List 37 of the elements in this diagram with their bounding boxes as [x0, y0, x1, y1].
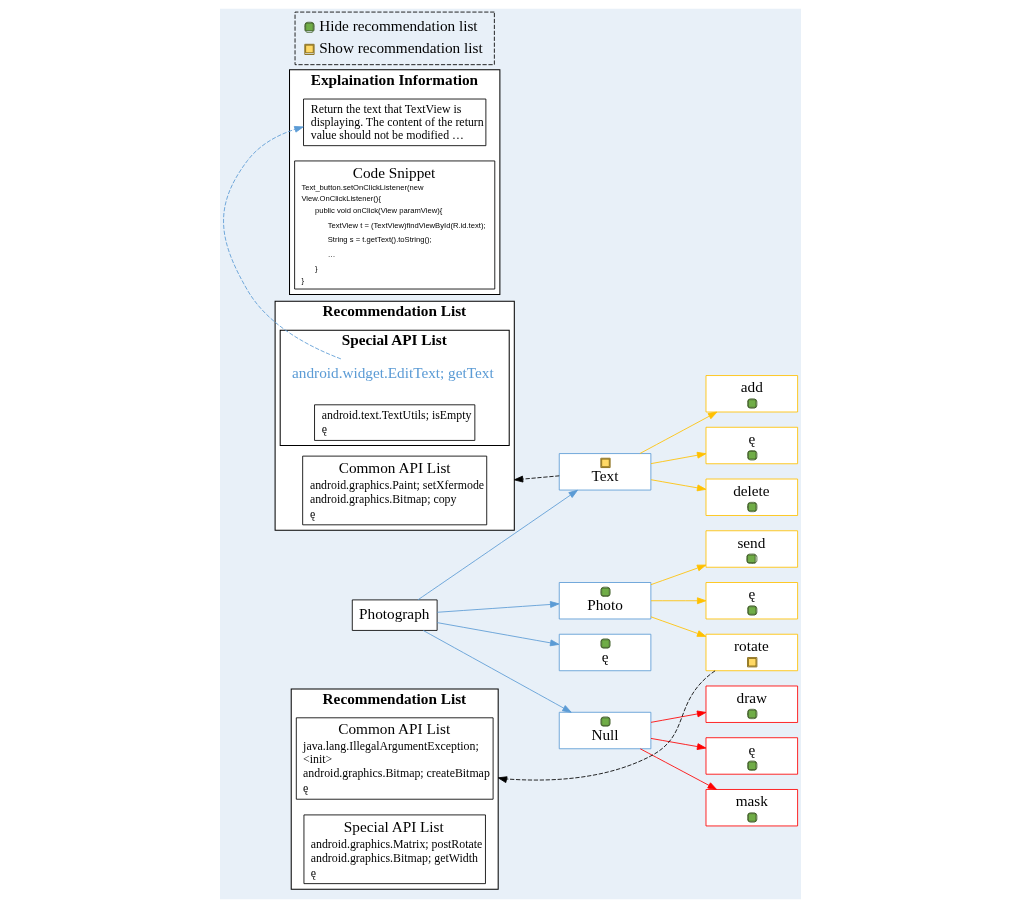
node-box: Common API List android.graphics.Paint; setXfermode android.graphics.Bitmap; copy ę [302, 455, 488, 526]
legend-label: Hide recommendation list [319, 17, 478, 35]
node-box: Special API List android.graphics.Matrix; postRotate android.graphics.Bitmap; getWidth ę [303, 814, 486, 885]
node-box: ę [705, 426, 799, 465]
node-text: android.widget.EditText; getText [292, 364, 494, 381]
arrow [436, 601, 560, 613]
arrow [497, 670, 716, 783]
node-box: Common API List java.lang.IllegalArgumentException; <init> android.graphics.Bitmap; createBitmap ę [295, 717, 494, 800]
node-box: add [705, 375, 799, 413]
arrow [639, 748, 717, 790]
arrow [650, 451, 707, 465]
node-box: ę [558, 633, 652, 672]
node-box: android.text.TextUtils; isEmpty ę [314, 404, 476, 441]
arrow [639, 411, 718, 454]
arrow [650, 597, 707, 605]
arrow [650, 738, 707, 750]
arrow [650, 616, 707, 637]
node-box: Return the text that TextView is displaying. The content of the return value should not be modified … [303, 98, 487, 147]
node-box: ę [705, 737, 799, 775]
node-box: Photo [558, 582, 652, 620]
legend-label: Show recommendation list [319, 39, 483, 57]
arrow [513, 475, 560, 483]
node-box: send [705, 530, 799, 568]
arrow [650, 564, 707, 586]
arrow [422, 630, 572, 713]
arrow [417, 489, 578, 601]
node-box: Null [558, 711, 652, 750]
node-box: Code Snippet Text_button.setOnClickListener(new View.OnClickListener(){ public void onClick(View paramView){ TextView t = (TextView)findViewById(R.id.text); String s = t.getText().toString(); … } } [294, 160, 496, 290]
node-box: rotate [705, 633, 799, 672]
arrow [436, 622, 560, 647]
node-box: Photograph [351, 599, 438, 631]
node-box: ę [705, 582, 799, 620]
arrow [650, 710, 707, 723]
arrow [650, 479, 707, 492]
arrow [223, 126, 342, 360]
node-box: Text [558, 453, 652, 491]
node-box: mask [705, 789, 799, 827]
